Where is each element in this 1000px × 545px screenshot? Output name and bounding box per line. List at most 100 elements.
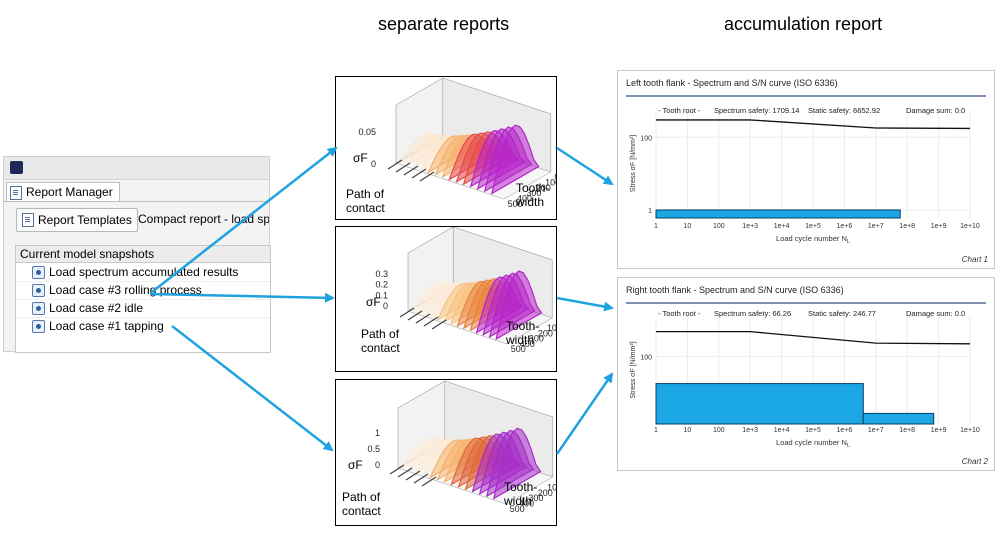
x-tick-label: 10 xyxy=(684,223,692,230)
chart-title: Right tooth flank - Spectrum and S/N cur… xyxy=(626,285,844,295)
chart-footer: Chart 1 xyxy=(961,255,988,264)
depth-tick-label: 400 xyxy=(520,339,535,349)
x-tick-label: 100 xyxy=(713,427,725,434)
x-tick-label: 1e+7 xyxy=(868,223,884,230)
x-tick-label: 100 xyxy=(713,223,725,230)
path-tick-mark xyxy=(411,168,427,179)
surface-plot-2: 0.30.20.100100200300400500 xyxy=(375,227,556,354)
path-tick-mark xyxy=(387,159,403,170)
depth-tick-label: 300 xyxy=(529,334,544,344)
snapshot-icon xyxy=(32,302,45,315)
report-icon xyxy=(10,185,22,200)
row-divider xyxy=(16,299,270,300)
x-axis-label: Load cycle number NL xyxy=(776,438,850,449)
tooth-width-label: Tooth- width xyxy=(516,181,550,209)
y-tick-label: 100 xyxy=(640,135,652,142)
snapshot-icon xyxy=(32,266,45,279)
z-tick-label: 0 xyxy=(371,159,376,169)
snapshot-list: Current model snapshots Load spectrum ac… xyxy=(15,245,271,353)
depth-tick-label: 400 xyxy=(519,499,534,509)
snapshot-icon xyxy=(32,320,45,333)
y-axis-label: Stress σF [N/mm²] xyxy=(630,135,637,192)
depth-tick-label: 300 xyxy=(526,188,541,198)
z-tick-label: 0 xyxy=(383,301,388,311)
path-tick-mark xyxy=(405,470,421,481)
x-tick-label: 1e+5 xyxy=(805,223,821,230)
snapshot-label: Load case #1 tapping xyxy=(49,319,164,333)
row-divider xyxy=(16,317,270,318)
compact-report-label[interactable]: Compact report - load sp xyxy=(138,212,269,226)
path-tick-mark xyxy=(423,316,439,327)
depth-tick-label: 200 xyxy=(538,488,553,498)
list-item[interactable]: Load case #2 idle xyxy=(32,300,143,317)
depth-tick-label: 500 xyxy=(511,344,526,354)
spectrum-bar xyxy=(862,412,935,425)
path-tick-mark xyxy=(413,473,429,484)
surface-slice xyxy=(490,124,540,195)
report-manager-window: Report Manager Report Templates Compact … xyxy=(3,156,271,353)
accumulation-report-heading: accumulation report xyxy=(724,14,883,34)
depth-tick-label: 200 xyxy=(538,328,553,338)
x-tick-label: 1e+10 xyxy=(960,427,980,434)
report-templates-button[interactable]: Report Templates xyxy=(16,208,138,232)
info-text: Damage sum: 0.0 xyxy=(906,106,965,115)
arrow-plot1-to-chart1 xyxy=(556,146,614,186)
z-tick-label: 0 xyxy=(375,460,380,470)
list-item[interactable]: Load case #1 tapping xyxy=(32,318,164,335)
x-tick-label: 1e+3 xyxy=(742,427,758,434)
surface-slice xyxy=(492,427,542,500)
depth-tick-label: 200 xyxy=(536,183,551,193)
depth-tick-label: 400 xyxy=(517,194,532,204)
window-titlebar xyxy=(4,157,269,180)
x-axis-label: Load cycle number NL xyxy=(776,234,850,245)
row-divider xyxy=(16,281,270,282)
x-tick-label: 1e+6 xyxy=(837,427,853,434)
path-tick-mark xyxy=(415,313,431,324)
snapshot-label: Load case #2 idle xyxy=(49,301,144,315)
sn-curve xyxy=(656,119,971,130)
z-tick-label: 0.3 xyxy=(375,269,388,279)
depth-tick-label: 0 xyxy=(554,172,556,182)
path-tick-mark xyxy=(407,310,423,321)
x-tick-label: 1e+10 xyxy=(960,223,980,230)
path-tick-mark xyxy=(419,171,435,182)
info-text: - Tooth root - xyxy=(658,106,701,115)
path-tick-mark xyxy=(395,162,411,173)
y-tick-label: 100 xyxy=(640,354,652,361)
snapshot-icon xyxy=(32,284,45,297)
x-tick-label: 1e+6 xyxy=(837,223,853,230)
y-axis-label: Stress σF [N/mm²] xyxy=(630,341,637,398)
chart-footer: Chart 2 xyxy=(961,457,988,466)
surface-plot-3: 10.500100200300400500 xyxy=(367,380,556,514)
surface-plot-1: 0.0500100200300400500 xyxy=(358,77,556,209)
path-of-contact-label: Path of contact xyxy=(342,490,381,518)
x-tick-label: 1e+7 xyxy=(868,427,884,434)
arrow-accumulated-to-chart xyxy=(151,146,338,293)
depth-tick-label: 100 xyxy=(545,177,556,187)
x-tick-label: 1e+5 xyxy=(805,427,821,434)
snapshot-label: Load spectrum accumulated results xyxy=(49,265,239,279)
tooth-width-label: Tooth- width xyxy=(506,319,540,347)
z-tick-label: 1 xyxy=(375,428,380,438)
tab-report-manager-label: Report Manager xyxy=(26,185,113,199)
x-tick-label: 1e+4 xyxy=(774,223,790,230)
tab-report-manager[interactable]: Report Manager xyxy=(6,182,120,202)
title-rule xyxy=(626,302,986,304)
path-tick-mark xyxy=(403,165,419,176)
info-text: - Tooth root - xyxy=(658,309,701,318)
depth-tick-label: 500 xyxy=(510,504,525,514)
sigma-label: σF xyxy=(348,458,363,472)
x-tick-label: 1e+3 xyxy=(742,223,758,230)
x-tick-label: 1 xyxy=(654,223,658,230)
list-item[interactable]: Load spectrum accumulated results xyxy=(32,264,238,281)
x-tick-label: 1e+9 xyxy=(931,427,947,434)
title-rule xyxy=(626,95,986,97)
path-of-contact-label: Path of contact xyxy=(361,327,400,355)
sn-curve xyxy=(656,330,971,345)
info-text: Spectrum safety: 66.26 xyxy=(714,309,791,318)
